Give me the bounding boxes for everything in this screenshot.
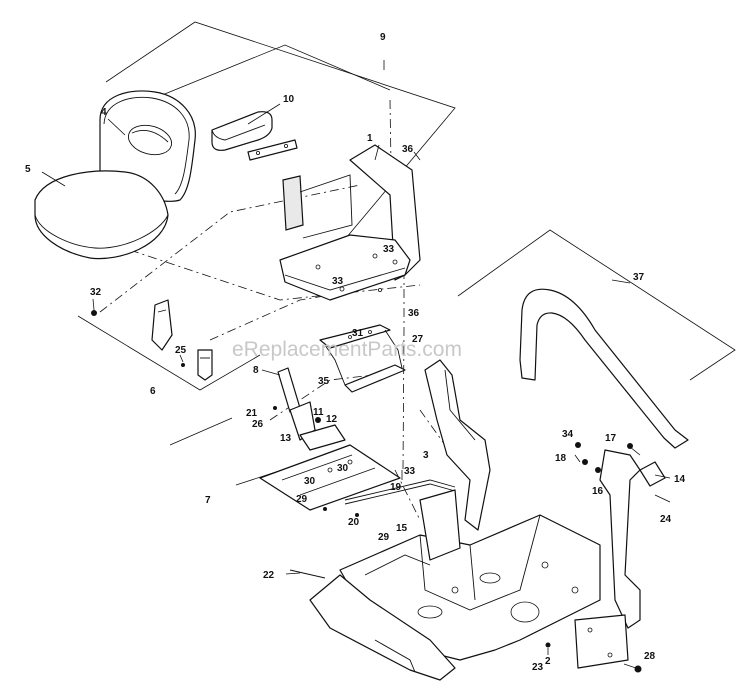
callout-6: 6 xyxy=(150,386,156,397)
callout-15: 15 xyxy=(396,523,408,534)
callout-29-center: 29 xyxy=(378,532,390,543)
callout-34: 34 xyxy=(562,429,574,440)
linkage-rod xyxy=(344,479,456,517)
callout-22: 22 xyxy=(263,570,275,581)
callout-8: 8 xyxy=(253,365,259,376)
seat-bottom-cushion xyxy=(34,170,169,260)
callout-14: 14 xyxy=(674,474,686,485)
callout-33-lower: 33 xyxy=(404,466,416,477)
callout-37: 37 xyxy=(633,272,645,283)
callout-35: 35 xyxy=(318,376,330,387)
callout-19: 19 xyxy=(390,482,402,493)
armrest-pad xyxy=(211,111,298,161)
callout-29-left: 29 xyxy=(296,494,308,505)
callout-7: 7 xyxy=(205,495,211,506)
callout-17: 17 xyxy=(605,433,617,444)
callout-33-middle: 33 xyxy=(332,276,344,287)
callout-30-lower: 30 xyxy=(304,476,316,487)
assembly-group-frames xyxy=(77,21,736,521)
seat-mount-plate xyxy=(259,424,401,511)
callout-30-upper: 30 xyxy=(337,463,349,474)
seat-slide-rails xyxy=(319,324,406,393)
callout-10: 10 xyxy=(283,94,295,105)
callout-2: 2 xyxy=(545,656,551,667)
callout-33-upper: 33 xyxy=(383,244,395,255)
callout-24: 24 xyxy=(660,514,672,525)
callout-3: 3 xyxy=(423,450,429,461)
callout-5: 5 xyxy=(25,164,31,175)
callout-36-top: 36 xyxy=(402,144,414,155)
callout-1: 1 xyxy=(367,133,373,144)
callout-11: 11 xyxy=(313,407,324,418)
callout-16: 16 xyxy=(592,486,604,497)
rops-hardware xyxy=(575,442,671,673)
callout-9: 9 xyxy=(380,32,386,43)
callout-21: 21 xyxy=(246,408,258,419)
tractor-main-frame xyxy=(289,489,601,681)
seat-pan xyxy=(279,144,421,301)
callout-18: 18 xyxy=(555,453,567,464)
callout-32: 32 xyxy=(90,287,102,298)
callout-28: 28 xyxy=(644,651,656,662)
callout-12: 12 xyxy=(326,414,338,425)
callout-31: 31 xyxy=(352,328,364,339)
callout-23: 23 xyxy=(532,662,544,673)
leader-lines xyxy=(41,60,671,669)
callout-26: 26 xyxy=(252,419,264,430)
callout-4: 4 xyxy=(101,107,107,118)
callout-13: 13 xyxy=(280,433,292,444)
callout-25: 25 xyxy=(175,345,187,356)
callout-20: 20 xyxy=(348,517,360,528)
callout-labels: 9 10 4 1 36 5 33 33 37 32 36 31 27 25 8 … xyxy=(25,32,686,673)
watermark-text: eReplacementParts.com xyxy=(232,338,462,361)
callout-36-lower: 36 xyxy=(408,308,420,319)
seat-belt-buckle xyxy=(91,299,213,381)
rops-roll-bar xyxy=(424,288,689,669)
callout-27: 27 xyxy=(412,334,424,345)
